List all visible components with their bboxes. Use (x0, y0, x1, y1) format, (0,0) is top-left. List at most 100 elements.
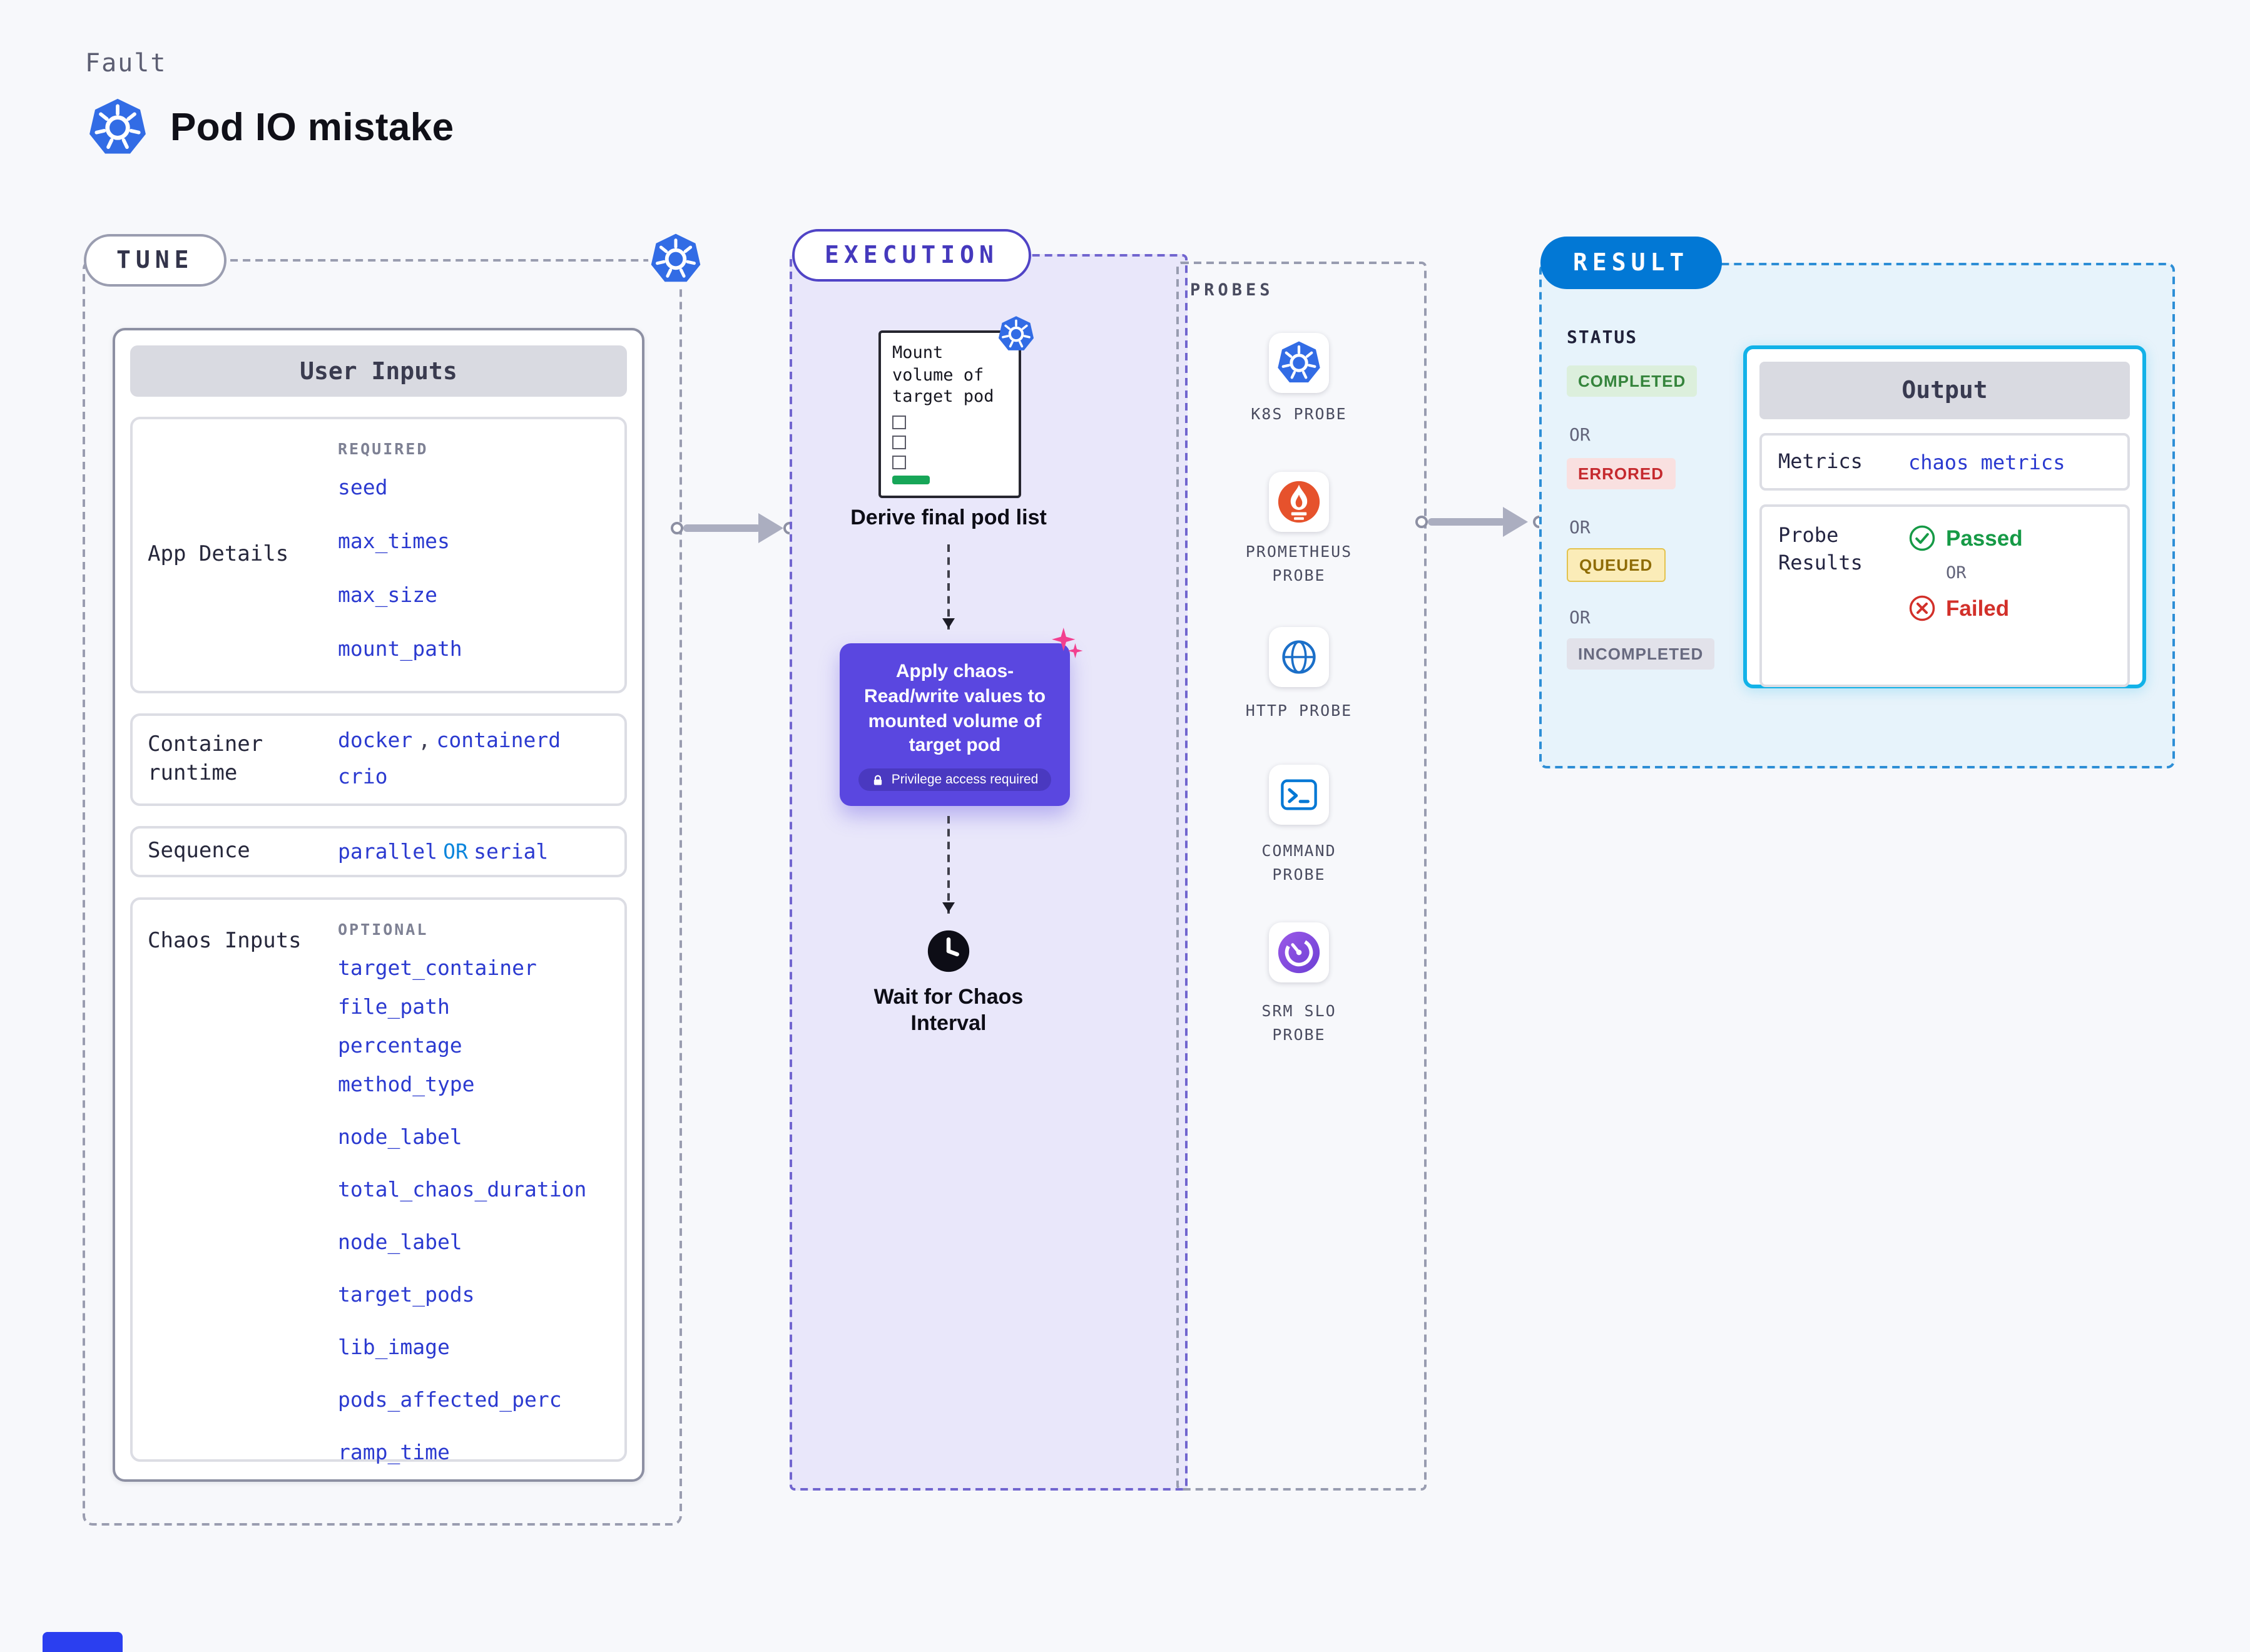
flow-arrow-probes-to-result (1428, 518, 1505, 526)
container-runtime-label: Container runtime (148, 732, 263, 786)
connector-dot (671, 522, 683, 534)
command-probe-label: COMMAND PROBE (1261, 841, 1336, 884)
sparkle-icon (1051, 627, 1084, 660)
apply-chaos-step: Apply chaos- Read/write values to mounte… (840, 628, 1083, 806)
user-inputs-title: User Inputs (130, 345, 627, 397)
field-node-label: node_label (338, 1125, 462, 1149)
output-title: Output (1759, 362, 2130, 419)
field-max-times: max_times (338, 529, 450, 553)
probe-results-row: Probe Results Passed OR Faile (1759, 504, 2130, 687)
field-total-chaos-duration: total_chaos_duration (338, 1178, 587, 1201)
globe-icon (1282, 640, 1316, 674)
required-tag: REQUIRED (338, 439, 429, 458)
or-separator: OR (1569, 608, 1591, 628)
fault-kicker: Fault (85, 48, 167, 78)
container-runtime-row: Container runtime docker , containerd cr… (130, 713, 627, 806)
result-label: RESULT (1540, 237, 1722, 289)
srm-slo-probe-tile (1269, 922, 1329, 982)
passed-text: Passed (1946, 525, 2023, 550)
note-text: Mount volume of target pod (892, 343, 994, 407)
user-inputs-card: User Inputs App Details REQUIRED seed ma… (113, 328, 644, 1482)
sequence-label: Sequence (148, 839, 250, 864)
kubernetes-icon (88, 98, 148, 158)
failed-line: Failed (1908, 594, 2023, 622)
prometheus-probe-tile (1269, 472, 1329, 532)
k8s-probe-label: K8S PROBE (1251, 404, 1347, 423)
execution-label: EXECUTION (792, 229, 1031, 282)
status-badge-completed: COMPLETED (1567, 365, 1698, 397)
status-badge-incompleted: INCOMPLETED (1567, 638, 1715, 670)
privilege-badge: Privilege access required (858, 768, 1051, 792)
sequence-row: Sequence parallel OR serial (130, 826, 627, 877)
probes-label: PROBES (1190, 280, 1274, 300)
x-circle-icon (1909, 595, 1935, 621)
k8s-probe-tile (1269, 333, 1329, 393)
or-separator: OR (443, 839, 468, 863)
page-title: Pod IO mistake (170, 105, 454, 149)
field-target-container: target_container (338, 956, 537, 980)
progress-bar (892, 475, 930, 484)
checkbox-icon (892, 455, 906, 469)
comma-separator: , (418, 728, 431, 753)
gauge-icon (1278, 931, 1320, 974)
flow-connector-down (942, 544, 955, 630)
prometheus-probe-label: PROMETHEUS PROBE (1245, 542, 1353, 584)
kubernetes-icon (648, 232, 703, 287)
field-file-path: file_path (338, 995, 450, 1019)
optional-tag: OPTIONAL (338, 920, 429, 939)
kubernetes-icon (1278, 341, 1320, 383)
field-percentage: percentage (338, 1034, 462, 1058)
or-separator: OR (1569, 518, 1591, 538)
tune-section (83, 259, 682, 1526)
app-details-label: App Details (148, 542, 289, 568)
field-lib-image: lib_image (338, 1335, 450, 1359)
field-ramp-time: ramp_time (338, 1440, 450, 1464)
value-docker: docker (338, 728, 413, 753)
value-crio: crio (338, 765, 388, 788)
field-pods-affected-perc: pods_affected_perc (338, 1388, 562, 1412)
field-max-size: max_size (338, 583, 437, 607)
apply-chaos-text: Apply chaos- Read/write values to mounte… (863, 661, 1046, 757)
chaos-inputs-row: Chaos Inputs OPTIONAL target_container f… (130, 897, 627, 1464)
or-separator: OR (1569, 426, 1591, 446)
failed-text: Failed (1946, 595, 2010, 620)
arrowhead-icon (758, 513, 783, 543)
or-separator: OR (1946, 563, 1967, 583)
chaos-inputs-label: Chaos Inputs (148, 929, 302, 954)
value-containerd: containerd (436, 728, 561, 753)
command-probe-tile (1269, 765, 1329, 825)
metrics-row: Metrics chaos metrics (1759, 433, 2130, 491)
flow-arrow-tune-to-execution (683, 524, 761, 532)
terminal-icon (1281, 779, 1317, 810)
srm-slo-probe-label: SRM SLO PROBE (1261, 1001, 1336, 1044)
checkbox-icon (892, 415, 906, 429)
derive-pod-list-caption: Derive final pod list (850, 506, 1047, 529)
output-card: Output Metrics chaos metrics Probe Resul… (1743, 345, 2146, 688)
page-header: Pod IO mistake (88, 98, 454, 158)
field-method-type: method_type (338, 1073, 475, 1096)
next-section-tab (43, 1632, 123, 1652)
metrics-label: Metrics (1778, 449, 1863, 473)
value-serial: serial (474, 839, 549, 863)
status-badge-errored: ERRORED (1567, 458, 1676, 489)
field-node-label: node_label (338, 1230, 462, 1254)
mount-volume-note-card: Mount volume of target pod (878, 316, 1034, 498)
passed-line: Passed (1908, 524, 2023, 552)
kubernetes-icon (997, 315, 1035, 353)
check-circle-icon (1909, 525, 1935, 551)
value-parallel: parallel (338, 839, 437, 863)
wait-chaos-caption: Wait for Chaos Interval (873, 985, 1024, 1036)
connector-dot (1415, 516, 1428, 528)
metrics-value: chaos metrics (1908, 450, 2065, 474)
app-details-row: App Details REQUIRED seed max_times max_… (130, 417, 627, 693)
checkbox-icon (892, 435, 906, 449)
http-probe-tile (1269, 627, 1329, 687)
prometheus-icon (1278, 481, 1320, 523)
field-mount-path: mount_path (338, 637, 462, 661)
field-seed: seed (338, 476, 388, 499)
lock-icon (874, 775, 882, 785)
field-target-pods: target_pods (338, 1283, 475, 1307)
status-heading: STATUS (1567, 328, 1638, 348)
http-probe-label: HTTP PROBE (1245, 701, 1353, 720)
clock-icon (926, 929, 971, 974)
